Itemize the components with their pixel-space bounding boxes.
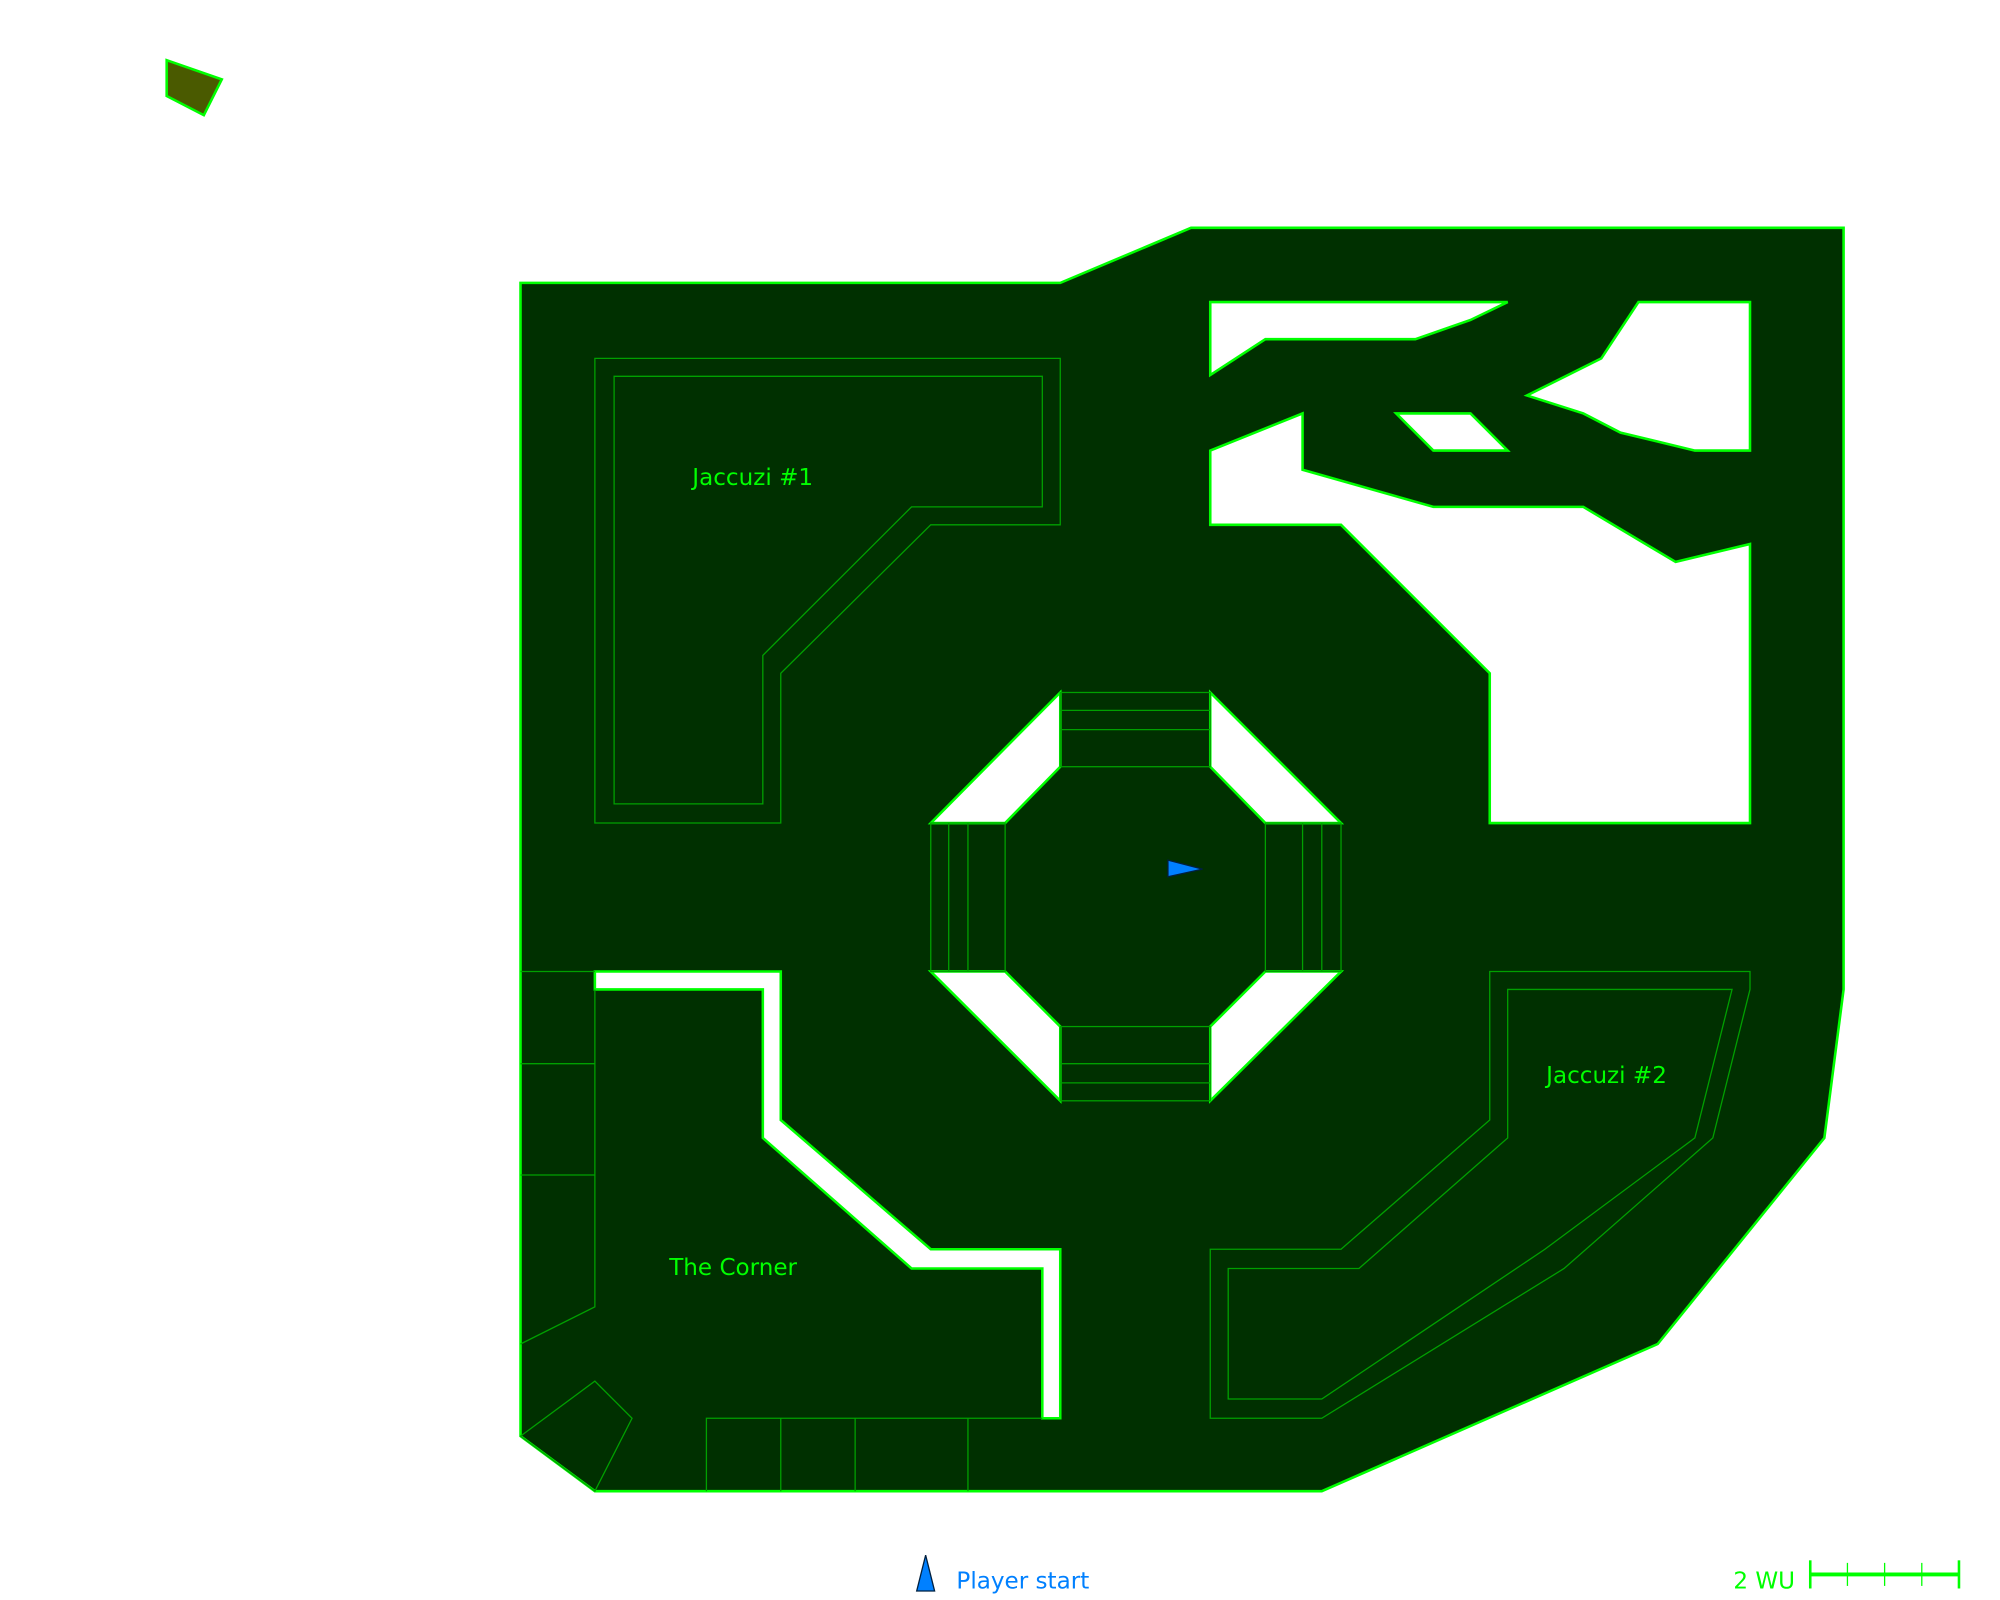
label-the-corner: The Corner [668, 1255, 797, 1281]
corner-quad [519, 1380, 633, 1493]
hole-4 [1208, 411, 1752, 825]
marker-polygon [165, 58, 224, 117]
legend: Player start 2 WU [915, 1555, 1961, 1594]
jaccuzi2-inner [1227, 988, 1733, 1400]
jaccuzi1-outer [594, 357, 1061, 824]
scale-bar [1808, 1560, 1961, 1589]
hole-2 [1393, 412, 1511, 452]
jaccuzi1-inner [613, 375, 1043, 805]
wall-holes [593, 300, 1752, 1420]
label-jaccuzi-2: Jaccuzi #2 [1544, 1063, 1667, 1089]
details [519, 357, 1751, 1493]
hole-3 [1523, 300, 1752, 452]
corner-wall [593, 970, 1062, 1420]
scale-label: 2 WU [1733, 1568, 1795, 1594]
legend-player-start: Player start [956, 1568, 1089, 1594]
label-jaccuzi-1: Jaccuzi #1 [690, 465, 813, 491]
player-start-legend-icon [915, 1555, 936, 1592]
jaccuzi2-outer [1209, 970, 1751, 1419]
hole-1 [1208, 300, 1509, 378]
player-start-arrow [1167, 859, 1203, 878]
